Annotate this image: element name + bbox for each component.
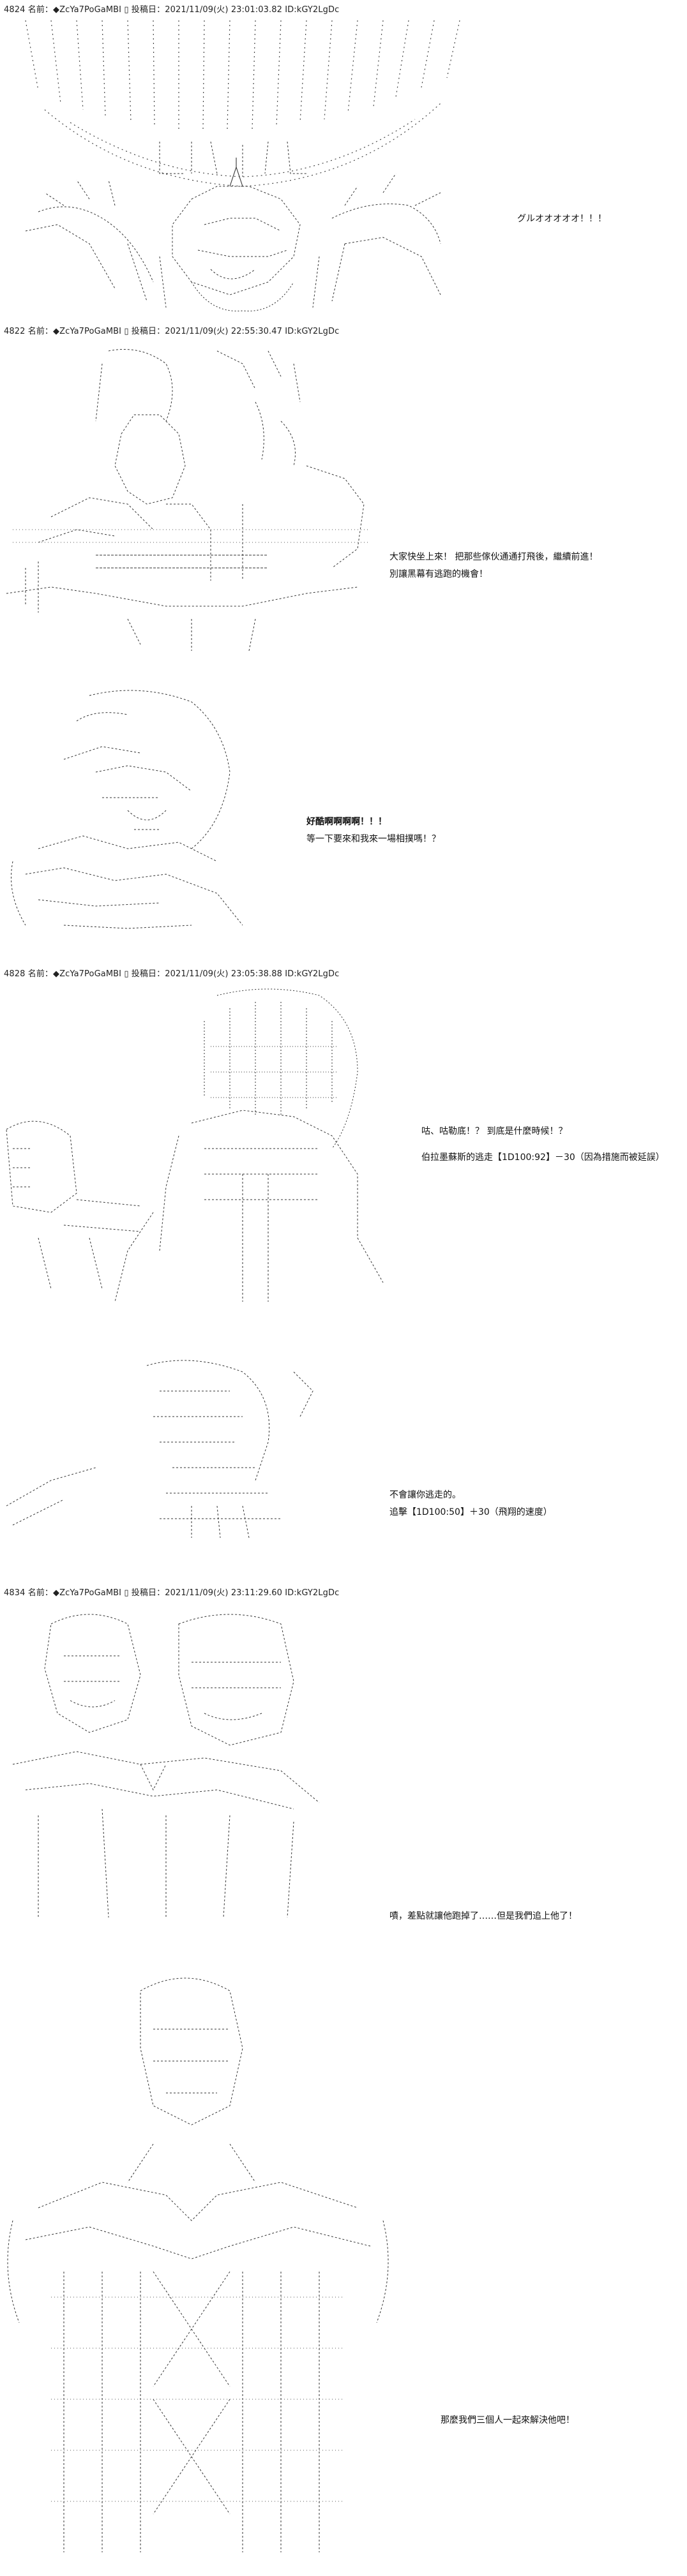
ascii-art-drawing: [6, 1360, 313, 1538]
dialogue-line: 嘖，差點就讓他跑掉了……但是我們追上他了！: [389, 1911, 577, 1921]
post-header: 4828 名前：◆ZcYa7PoGaMBI ▯ 投稿日：2021/11/09(火…: [4, 969, 340, 979]
dialogue-line: 伯拉墨蘇斯的逃走【1D100:92】－30（因為措施而被延誤）: [421, 1152, 665, 1163]
dialogue-line: グルオオオオオ！！！: [517, 214, 607, 224]
dialogue-line: 那麼我們三個人一起來解決他吧！: [441, 2415, 575, 2425]
dialogue-line: 咕、咕勒底！？ 到底是什麼時候！？: [421, 1126, 568, 1136]
dialogue-line: 別讓黑幕有逃跑的機會！: [389, 569, 488, 579]
dialogue-box: グルオオオオオ！！！: [517, 211, 607, 228]
dialogue-line: 不會讓你逃走的。: [389, 1490, 461, 1500]
ascii-art-drawing: [11, 690, 243, 929]
dialogue-box: 咕、咕勒底！？ 到底是什麼時候！？ 伯拉墨蘇斯的逃走【1D100:92】－30（…: [421, 1123, 665, 1166]
dialogue-line: 大家快坐上來！ 把那些傢伙通通打飛後，繼續前進！: [389, 552, 598, 562]
ascii-art-drawing: [6, 988, 384, 1302]
dialogue-line: 等一下要來和我來一場相撲嗎！？: [306, 833, 441, 844]
ascii-art-drawing: [25, 20, 460, 312]
dialogue-box: 大家快坐上來！ 把那些傢伙通通打飛後，繼續前進！ 別讓黑幕有逃跑的機會！: [389, 549, 598, 583]
ascii-art-drawing: [7, 1977, 389, 2552]
post-header: 4822 名前：◆ZcYa7PoGaMBI ▯ 投稿日：2021/11/09(火…: [4, 327, 340, 336]
ascii-art-flying-character: [0, 1353, 332, 1544]
dialogue-box: 不會讓你逃走的。 追擊【1D100:50】＋30（飛翔的速度）: [389, 1487, 552, 1521]
ascii-art-drawing: [6, 349, 370, 651]
ascii-art-armored-character: [0, 1940, 409, 2572]
dialogue-line: 好酷啊啊啊啊！！！: [306, 817, 387, 827]
dialogue-box: 嘖，差點就讓他跑掉了……但是我們追上他了！: [389, 1908, 577, 1925]
ascii-art-character-portrait: [0, 683, 268, 938]
ascii-art-dragon-heads: [0, 14, 485, 314]
ascii-art-drawing: [12, 1614, 320, 1918]
dialogue-box: 好酷啊啊啊啊！！！ 等一下要來和我來一場相撲嗎！？: [306, 814, 441, 847]
post-header: 4834 名前：◆ZcYa7PoGaMBI ▯ 投稿日：2021/11/09(火…: [4, 1588, 340, 1598]
dialogue-box: 那麼我們三個人一起來解決他吧！: [441, 2412, 575, 2429]
dialogue-line: 追擊【1D100:50】＋30（飛翔的速度）: [389, 1507, 552, 1517]
post-header: 4824 名前：◆ZcYa7PoGaMBI ▯ 投稿日：2021/11/09(火…: [4, 5, 340, 15]
ascii-art-pursuit-panel: [0, 983, 409, 1314]
ascii-art-two-characters: [0, 1598, 332, 1930]
ascii-art-rider-panel: [0, 338, 383, 657]
